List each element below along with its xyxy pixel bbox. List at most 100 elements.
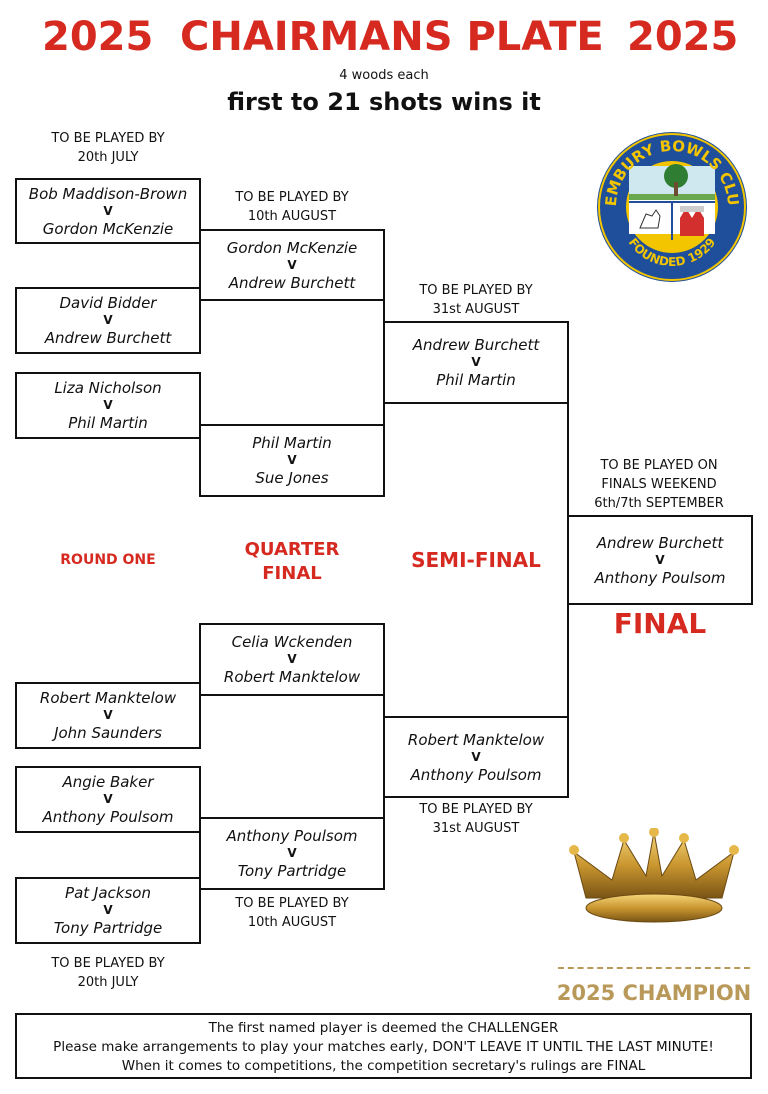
player-one: Pat Jackson	[65, 884, 151, 902]
versus: V	[103, 708, 113, 722]
champion-divider	[558, 967, 750, 969]
label-line: QUARTER	[244, 539, 340, 560]
versus: V	[471, 749, 481, 764]
title-text: CHAIRMANS PLATE	[180, 14, 604, 60]
deadline-line: TO BE PLAYED BY	[51, 956, 165, 971]
quarter-final-match-3: Celia Wckenden V Robert Manktelow	[199, 623, 385, 696]
final-deadline: TO BE PLAYED ON FINALS WEEKEND 6th/7th S…	[566, 456, 752, 513]
final-match: Andrew Burchett V Anthony Poulsom	[567, 515, 753, 605]
round-one-match-3: Liza Nicholson V Phil Martin	[15, 372, 201, 439]
versus: V	[655, 552, 665, 567]
player-one: Anthony Poulsom	[226, 827, 358, 845]
player-one: Bob Maddison-Brown	[28, 184, 188, 203]
player-two: Phil Martin	[68, 414, 148, 432]
versus: V	[103, 792, 113, 806]
deadline-line: 20th JULY	[77, 150, 139, 165]
deadline-line: 10th AUGUST	[247, 915, 337, 930]
player-one: Andrew Burchett	[412, 336, 540, 354]
versus: V	[103, 313, 113, 327]
versus: V	[287, 453, 297, 467]
player-two: Andrew Burchett	[228, 273, 356, 292]
round-one-deadline-bottom: TO BE PLAYED BY 20th JULY	[15, 954, 201, 992]
semi-final-match-1: Andrew Burchett V Phil Martin	[383, 321, 569, 404]
round-one-match-6: Pat Jackson V Tony Partridge	[15, 877, 201, 944]
club-logo: PEMBURY BOWLS CLUB FOUNDED 1929	[590, 116, 748, 284]
quarter-final-deadline-bottom: TO BE PLAYED BY 10th AUGUST	[199, 894, 385, 932]
deadline-line: TO BE PLAYED BY	[51, 131, 165, 146]
player-one: Andrew Burchett	[596, 533, 724, 552]
player-two: John Saunders	[54, 724, 162, 742]
player-two: Andrew Burchett	[44, 329, 172, 347]
footer-notice: The first named player is deemed the CHA…	[15, 1013, 752, 1079]
final-label: FINAL	[613, 607, 707, 640]
player-one: Angie Baker	[62, 773, 154, 791]
bracket-connector	[567, 403, 569, 717]
player-two: Robert Manktelow	[223, 668, 361, 686]
round-one-match-2: David Bidder V Andrew Burchett	[15, 287, 201, 354]
round-one-match-4: Robert Manktelow V John Saunders	[15, 682, 201, 749]
label-line: FINAL	[262, 563, 322, 584]
player-one: Robert Manktelow	[407, 730, 545, 749]
crown-icon	[566, 827, 742, 928]
deadline-line: 31st AUGUST	[432, 821, 520, 836]
deadline-line: 20th JULY	[77, 975, 139, 990]
bracket-connector	[199, 832, 201, 878]
quarter-final-match-4: Anthony Poulsom V Tony Partridge	[199, 817, 385, 890]
semi-final-deadline-top: TO BE PLAYED BY 31st AUGUST	[383, 281, 569, 319]
bracket-connector	[383, 300, 385, 425]
player-two: Anthony Poulsom	[410, 765, 542, 784]
versus: V	[103, 203, 113, 218]
versus: V	[287, 652, 297, 666]
deadline-line: TO BE PLAYED BY	[235, 896, 349, 911]
round-one-deadline-top: TO BE PLAYED BY 20th JULY	[15, 129, 201, 167]
deadline-line: TO BE PLAYED BY	[419, 802, 533, 817]
quarter-final-match-2: Phil Martin V Sue Jones	[199, 424, 385, 497]
round-one-label: ROUND ONE	[60, 552, 156, 568]
deadline-line: 31st AUGUST	[432, 302, 520, 317]
player-two: Gordon McKenzie	[42, 219, 174, 238]
player-one: Liza Nicholson	[54, 379, 162, 397]
deadline-line: TO BE PLAYED BY	[419, 283, 533, 298]
round-one-match-1: Bob Maddison-Brown V Gordon McKenzie	[15, 178, 201, 244]
club-badge-icon: PEMBURY BOWLS CLUB FOUNDED 1929	[590, 116, 747, 282]
bracket-connector	[383, 695, 385, 818]
footer-line: Please make arrangements to play your ma…	[53, 1039, 714, 1055]
player-one: David Bidder	[59, 294, 157, 312]
bracket-connector	[199, 243, 201, 288]
semi-final-label: SEMI-FINAL	[411, 548, 541, 572]
player-one: Celia Wckenden	[231, 633, 353, 651]
round-one-match-5: Angie Baker V Anthony Poulsom	[15, 766, 201, 833]
deadline-line: TO BE PLAYED ON	[600, 458, 718, 473]
champion-label: 2025 CHAMPION	[556, 981, 752, 1005]
title-year-left: 2025	[42, 14, 154, 60]
deadline-line: 6th/7th SEPTEMBER	[594, 496, 724, 511]
deadline-line: FINALS WEEKEND	[601, 477, 717, 492]
versus: V	[471, 355, 481, 369]
deadline-line: 10th AUGUST	[247, 209, 337, 224]
deadline-line: TO BE PLAYED BY	[235, 190, 349, 205]
semi-final-match-2: Robert Manktelow V Anthony Poulsom	[383, 716, 569, 798]
player-two: Anthony Poulsom	[42, 808, 174, 826]
subtitle-small: 4 woods each	[339, 68, 429, 83]
page-title: 2025 CHAIRMANS PLATE 2025	[0, 14, 768, 64]
title-year-right: 2025	[627, 14, 739, 60]
player-one: Robert Manktelow	[39, 689, 177, 707]
quarter-final-label: QUARTER FINAL	[199, 538, 385, 586]
quarter-final-deadline-top: TO BE PLAYED BY 10th AUGUST	[199, 188, 385, 226]
subtitle-large: first to 21 shots wins it	[227, 88, 541, 116]
player-two: Phil Martin	[436, 371, 516, 389]
player-two: Sue Jones	[255, 469, 329, 487]
versus: V	[103, 903, 113, 917]
player-one: Gordon McKenzie	[226, 238, 358, 257]
player-two: Tony Partridge	[53, 919, 163, 937]
versus: V	[287, 257, 297, 272]
footer-line: The first named player is deemed the CHA…	[208, 1020, 559, 1036]
player-two: Tony Partridge	[237, 862, 347, 880]
semi-final-deadline-bottom: TO BE PLAYED BY 31st AUGUST	[383, 800, 569, 838]
versus: V	[287, 846, 297, 860]
quarter-final-match-1: Gordon McKenzie V Andrew Burchett	[199, 229, 385, 301]
player-two: Anthony Poulsom	[594, 568, 726, 587]
footer-line: When it comes to competitions, the compe…	[121, 1058, 646, 1074]
player-one: Phil Martin	[252, 434, 332, 452]
versus: V	[103, 398, 113, 412]
